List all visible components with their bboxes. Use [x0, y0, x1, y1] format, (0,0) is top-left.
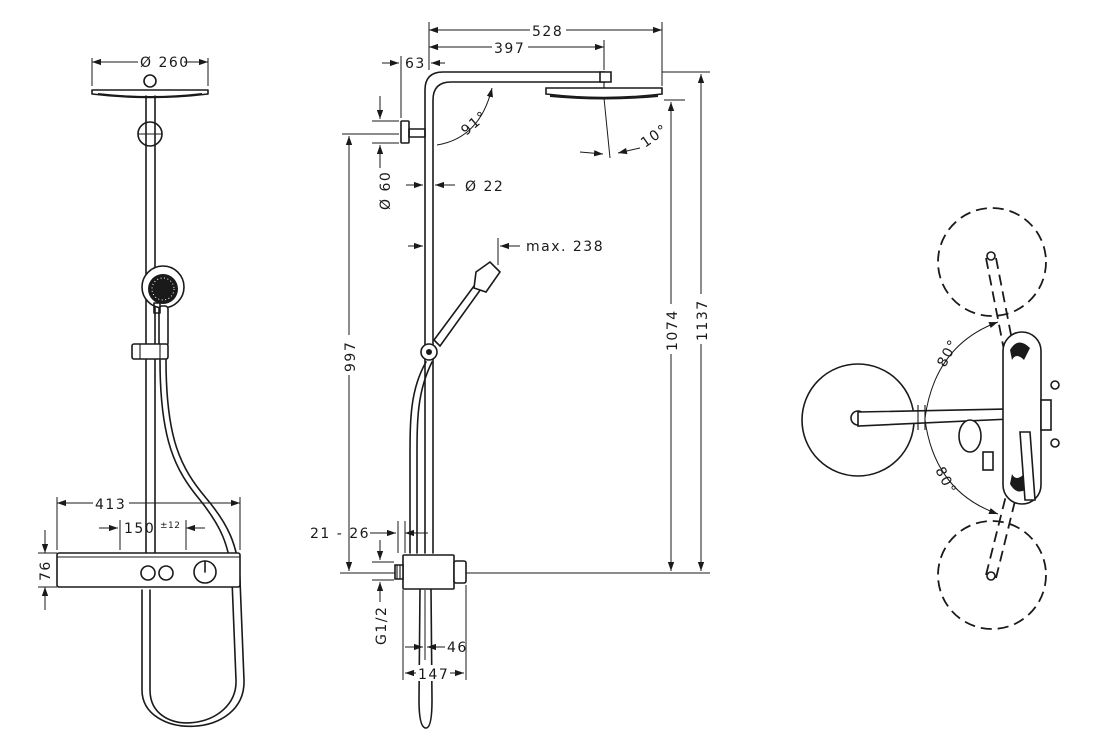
side-hose — [409, 361, 427, 554]
top-swivel-position-lower — [937, 520, 1047, 630]
top-swivel-position-upper — [937, 207, 1047, 317]
dim-max-238: max. 238 — [526, 239, 604, 255]
dim-reach-397: 397 — [494, 41, 525, 57]
dim-angle-80-bottom: 80° — [931, 464, 959, 497]
dim-height-997: 997 — [343, 341, 359, 372]
dim-angle-80-top: 80° — [934, 336, 962, 369]
front-view: Ø 260 413 — [38, 54, 245, 728]
dim-depth-147: 147 — [418, 667, 449, 683]
dim-spacing-150: 150 — [124, 521, 155, 537]
front-hand-shower — [141, 265, 185, 347]
dim-width-413: 413 — [95, 497, 126, 513]
dim-depth-46: 46 — [447, 640, 468, 656]
dim-range-21-26: 21 - 26 — [310, 526, 370, 542]
dim-angle-10: 10° — [638, 121, 671, 151]
dim-height-1074: 1074 — [665, 309, 681, 351]
dim-height-1137: 1137 — [695, 299, 711, 341]
dim-thread-g12: G1/2 — [374, 606, 390, 645]
dim-pipe-22: Ø 22 — [465, 179, 504, 195]
front-slider — [131, 343, 169, 360]
dim-height-76: 76 — [38, 560, 54, 581]
side-wall-bracket — [400, 120, 410, 144]
dim-head-diameter: Ø 260 — [140, 55, 190, 71]
side-view: 528 397 63 91° 10° Ø 60 Ø 22 — [310, 22, 711, 729]
side-overhead-shower — [545, 87, 663, 99]
side-thermostat-body — [402, 554, 455, 590]
dim-offset-63: 63 — [405, 56, 426, 72]
top-shower-arm — [857, 408, 1011, 427]
dim-holder-60: Ø 60 — [378, 171, 394, 210]
side-hand-shower — [420, 260, 502, 361]
top-view: 80° 80° — [801, 207, 1060, 630]
dim-tolerance-12: ±12 — [160, 521, 181, 531]
dim-reach-528: 528 — [532, 24, 563, 40]
front-hose — [149, 359, 237, 724]
side-riser-and-arm — [424, 71, 606, 554]
